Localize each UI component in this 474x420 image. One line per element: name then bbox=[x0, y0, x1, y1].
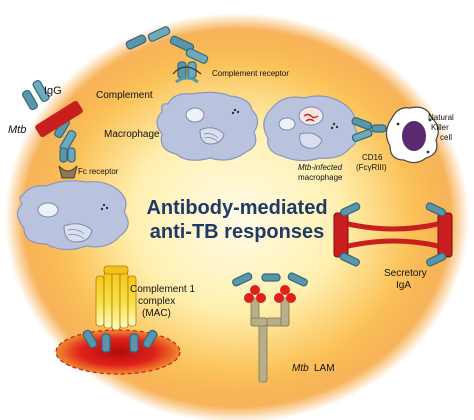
lam-prefix: Mtb bbox=[292, 363, 309, 374]
mac-antibodies bbox=[82, 329, 158, 353]
mtb-bacillus-left bbox=[35, 100, 83, 138]
mtb-lam bbox=[232, 272, 308, 383]
secretory-line2: IgA bbox=[396, 280, 411, 291]
c1-line1: Complement 1 bbox=[130, 284, 195, 295]
cd16-line2: (FcγRIII) bbox=[356, 163, 387, 172]
macrophage-cell-left bbox=[16, 180, 129, 251]
title-line1: Antibody-mediated bbox=[146, 197, 327, 219]
mac-complex bbox=[95, 265, 137, 331]
complement-antibody-top bbox=[125, 26, 209, 84]
mac-membrane bbox=[55, 329, 181, 375]
secretory-line1: Secretory bbox=[384, 268, 427, 279]
igg-label: IgG bbox=[44, 85, 62, 97]
nk-cell bbox=[385, 106, 439, 164]
title-line2: anti-TB responses bbox=[150, 221, 324, 243]
nk-line3: cell bbox=[440, 133, 452, 142]
macrophage-cell-top bbox=[156, 91, 259, 161]
infected-line1: Mtb-infected bbox=[298, 163, 343, 172]
c1-line2: complex bbox=[138, 296, 175, 307]
fc-receptor-label: Fc receptor bbox=[78, 167, 119, 176]
infected-line2: macrophage bbox=[298, 173, 343, 182]
fc-receptor-shape bbox=[58, 165, 78, 179]
secretory-iga bbox=[333, 202, 453, 267]
mtb-left-label: Mtb bbox=[8, 124, 26, 136]
lam-label: LAM bbox=[314, 363, 335, 374]
cd16-line1: CD16 bbox=[362, 153, 383, 162]
c1-line3: (MAC) bbox=[142, 308, 171, 319]
infected-macrophage-cell bbox=[263, 95, 358, 162]
igg-antibody-left bbox=[22, 79, 77, 163]
complement-receptor-label: Complement receptor bbox=[212, 69, 289, 78]
nk-line2: Killer bbox=[431, 123, 449, 132]
complement-label: Complement bbox=[96, 90, 153, 101]
cd16-antibody bbox=[351, 117, 387, 142]
nk-line1: Natural bbox=[428, 113, 454, 122]
macrophage-label: Macrophage bbox=[104, 129, 160, 140]
